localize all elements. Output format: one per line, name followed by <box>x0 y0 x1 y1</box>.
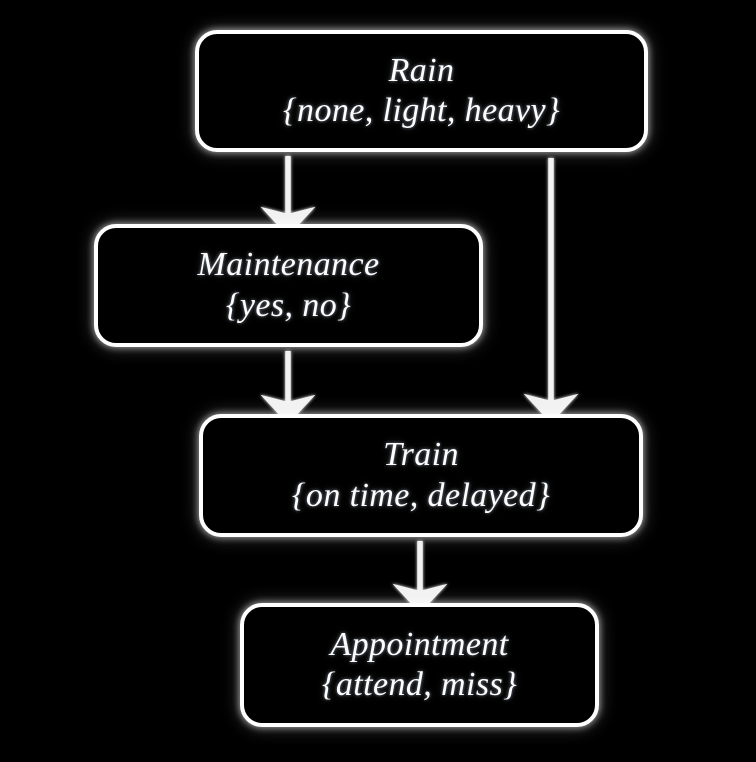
node-appointment[interactable]: Appointment {attend, miss} <box>240 603 599 727</box>
node-rain[interactable]: Rain {none, light, heavy} <box>195 30 648 152</box>
node-appointment-states: {attend, miss} <box>321 666 518 703</box>
node-train-states: {on time, delayed} <box>291 476 551 514</box>
node-maintenance-states: {yes, no} <box>225 286 352 324</box>
node-train-name: Train <box>383 436 459 474</box>
node-rain-states: {none, light, heavy} <box>283 92 560 129</box>
node-appointment-name: Appointment <box>330 625 509 663</box>
node-rain-name: Rain <box>388 51 455 89</box>
node-maintenance-name: Maintenance <box>197 246 380 284</box>
node-train[interactable]: Train {on time, delayed} <box>199 414 643 537</box>
node-maintenance[interactable]: Maintenance {yes, no} <box>94 224 483 347</box>
